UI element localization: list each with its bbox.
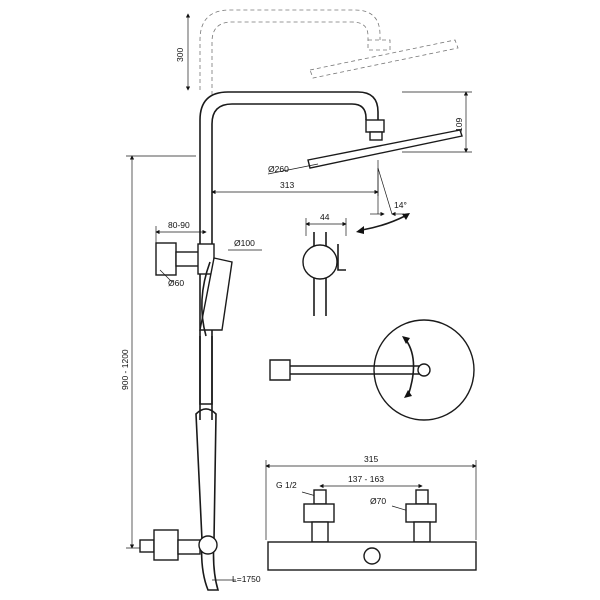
- dim-rail-height-label: 900 - 1200: [120, 349, 130, 390]
- head-top-view: [269, 319, 475, 421]
- dim-bracket-label: 80-90: [168, 220, 190, 230]
- dim-inlet-spacing-label: 137 - 163: [348, 474, 384, 484]
- wall-bracket: Ø60: [155, 242, 215, 288]
- shower-column: [199, 91, 463, 420]
- raised-arm-ghost: [199, 9, 459, 95]
- shower-hose: L=1750: [195, 408, 261, 591]
- lower-connector: [139, 529, 218, 561]
- dim-reach-label: 313: [280, 180, 294, 190]
- dim-raise: 300: [175, 13, 191, 91]
- dim-slider-label: Ø100: [234, 238, 255, 248]
- hand-shower: Ø100: [199, 238, 262, 405]
- dim-head-diameter-label: Ø260: [268, 164, 289, 174]
- dim-escutcheon-label: Ø70: [370, 496, 386, 506]
- dim-reach: 313: [211, 160, 379, 196]
- dim-wall-plate-label: Ø60: [168, 278, 184, 288]
- dim-head-height-label: 109: [454, 118, 464, 132]
- dim-hose-label: L=1750: [232, 574, 261, 584]
- dim-tilt-label: 14°: [394, 200, 407, 210]
- dim-raise-label: 300: [175, 48, 185, 62]
- dim-mixer-width-label: 315: [364, 454, 378, 464]
- mixer-view: 315 137 - 163 G 1/2 Ø70: [265, 454, 477, 571]
- dim-head-diameter: Ø260: [267, 163, 319, 175]
- holder-side-view: 44: [302, 212, 347, 316]
- dim-head-height: 109: [402, 91, 472, 153]
- dim-tilt: 14°: [356, 167, 410, 234]
- dim-thread-label: G 1/2: [276, 480, 297, 490]
- dim-rail-height: 900 - 1200: [120, 155, 196, 549]
- dim-holder-label: 44: [320, 212, 330, 222]
- dim-bracket: 80-90: [155, 220, 207, 246]
